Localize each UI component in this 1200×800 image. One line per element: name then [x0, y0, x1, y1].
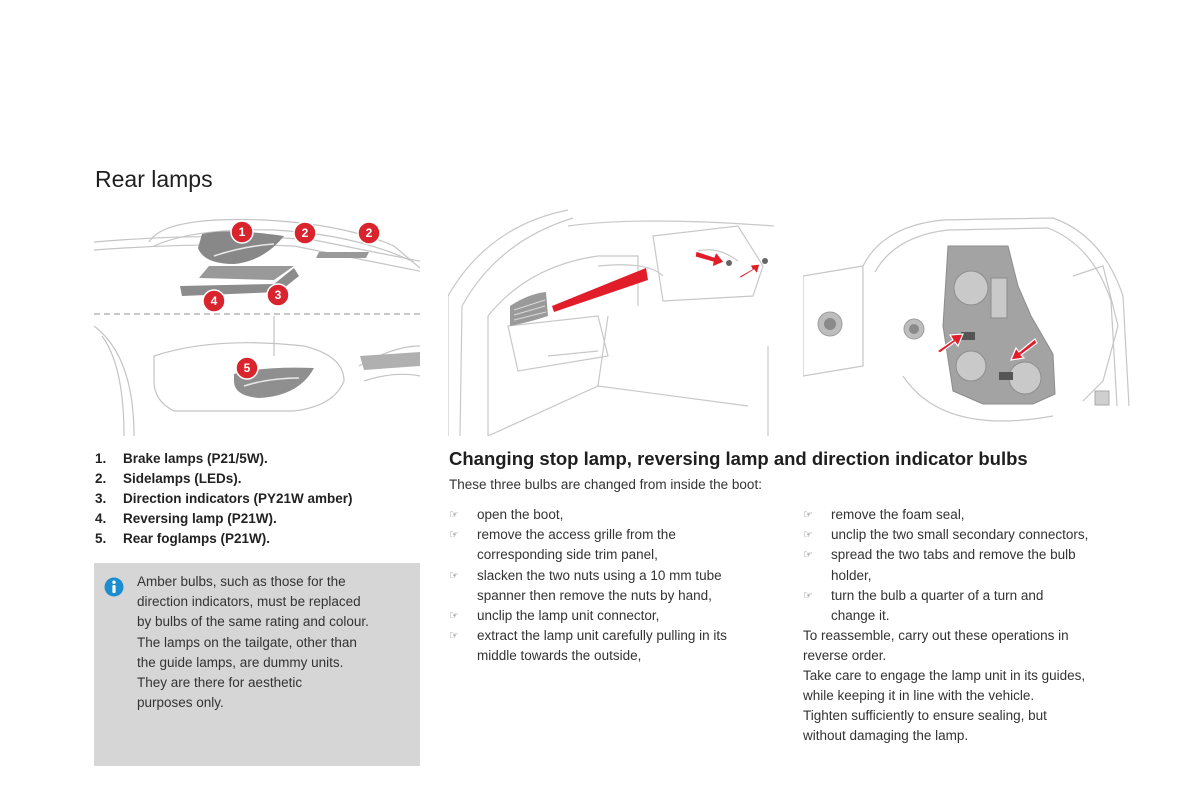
list-item: 5.Rear foglamps (P21W).: [95, 531, 271, 546]
callout-5-icon: 5: [235, 356, 259, 380]
list-item: ☞remove the foam seal,: [803, 505, 1143, 525]
lamp-parts-list: 1.Brake lamps (P21/5W). 2.Sidelamps (LED…: [95, 449, 353, 549]
reassemble-text: To reassemble, carry out these operation…: [803, 628, 1069, 664]
pointing-hand-icon: ☞: [449, 610, 459, 623]
list-item: ☞unclip the two small secondary connecto…: [803, 525, 1143, 545]
svg-text:3: 3: [275, 288, 282, 302]
list-item: ☞extract the lamp unit carefully pulling…: [449, 628, 727, 664]
pointing-hand-icon: ☞: [803, 529, 813, 542]
rear-lamps-diagram: 1 2 2 3 4 5: [94, 206, 420, 436]
procedure-steps-col2: ☞remove the foam seal, ☞unclip the two s…: [803, 505, 1143, 626]
list-item: 3.Direction indicators (PY21W amber): [95, 491, 353, 506]
list-item: ☞unclip the lamp unit connector,: [449, 606, 779, 626]
guide-note-text: Take care to engage the lamp unit in its…: [803, 668, 1086, 704]
callout-2-icon: 2: [293, 221, 317, 245]
pointing-hand-icon: ☞: [803, 589, 813, 602]
list-item: ☞turn the bulb a quarter of a turn and c…: [803, 587, 1044, 624]
list-item: ☞open the boot,: [449, 505, 779, 525]
pointing-hand-icon: ☞: [803, 549, 813, 562]
callout-4-icon: 4: [202, 289, 226, 313]
red-pointer-icon: [552, 268, 648, 312]
pointing-hand-icon: ☞: [449, 509, 459, 521]
svg-text:2: 2: [366, 226, 373, 240]
connector-arrow-icon: [935, 333, 1038, 361]
pointing-hand-icon: ☞: [803, 509, 813, 521]
nut-removal-arrow-icon: [694, 250, 761, 279]
info-icon: [104, 577, 124, 597]
bulb-holder-diagram: [803, 206, 1133, 436]
list-item: 2.Sidelamps (LEDs).: [95, 471, 242, 486]
list-item: ☞slacken the two nuts using a 10 mm tube…: [449, 567, 722, 603]
procedure-steps-col1: ☞open the boot, ☞remove the access grill…: [449, 505, 779, 667]
list-item: ☞remove the access grille from the corre…: [449, 527, 676, 563]
page-title: Rear lamps: [95, 166, 213, 192]
svg-text:1: 1: [239, 225, 246, 239]
svg-text:2: 2: [302, 226, 309, 240]
list-item: 1.Brake lamps (P21/5W).: [95, 451, 268, 466]
list-item: ☞spread the two tabs and remove the bulb…: [803, 547, 1076, 583]
pointing-hand-icon: ☞: [449, 630, 459, 643]
pointing-hand-icon: ☞: [449, 569, 459, 582]
procedure-intro: These three bulbs are changed from insid…: [449, 477, 762, 492]
pointing-hand-icon: ☞: [449, 529, 459, 542]
callout-1-icon: 1: [230, 220, 254, 244]
svg-text:5: 5: [244, 361, 251, 375]
boot-access-grille-diagram: [448, 206, 774, 436]
svg-text:4: 4: [211, 294, 218, 308]
callout-3-icon: 3: [266, 283, 290, 307]
info-note-text: Amber bulbs, such as those for the direc…: [137, 574, 369, 711]
callout-2-icon: 2: [357, 221, 381, 245]
info-note-box: Amber bulbs, such as those for the direc…: [94, 563, 420, 766]
procedure-heading: Changing stop lamp, reversing lamp and d…: [449, 448, 1028, 469]
list-item: 4.Reversing lamp (P21W).: [95, 511, 277, 526]
tighten-note-text: Tighten sufficiently to ensure sealing, …: [803, 708, 1047, 744]
